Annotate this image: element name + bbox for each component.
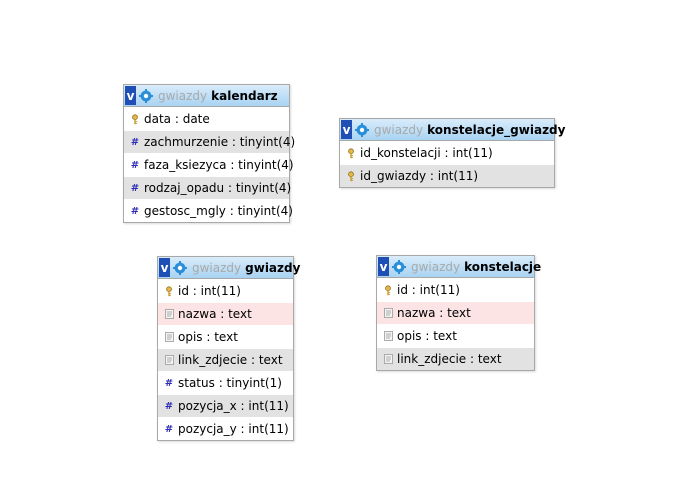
column-label: rodzaj_opadu : tinyint(4) [144, 181, 292, 195]
text-icon [382, 331, 394, 341]
table-gwiazdy[interactable]: v gwiazdy gwiazdy id : int(11) nazwa : te… [157, 256, 300, 441]
table-name: kalendarz [211, 88, 278, 103]
database-name: gwiazdy [411, 259, 461, 274]
column-label: pozycja_y : int(11) [178, 422, 289, 436]
column-row[interactable]: id_gwiazdy : int(11) [340, 164, 554, 187]
column-list: id_konstelacji : int(11) id_gwiazdy : int… [340, 141, 554, 187]
column-label: zachmurzenie : tinyint(4) [144, 135, 296, 149]
column-list: id : int(11) nazwa : text opis : text link_… [158, 279, 293, 440]
hash-icon: # [164, 377, 174, 389]
toggle-columns-button[interactable]: v [341, 120, 352, 139]
hash-icon: # [130, 159, 140, 171]
text-icon [163, 332, 175, 342]
column-row[interactable]: id : int(11) [377, 278, 534, 301]
column-label: faza_ksiezyca : tinyint(4) [144, 158, 294, 172]
hash-icon: # [130, 205, 140, 217]
column-row[interactable]: # status : tinyint(1) [158, 371, 293, 394]
column-list: id : int(11) nazwa : text opis : text link_… [377, 278, 534, 370]
column-label: data : date [144, 112, 210, 126]
key-icon [382, 284, 394, 296]
table-name: konstelacje_gwiazdy [427, 122, 566, 137]
text-icon [382, 354, 394, 364]
column-label: link_zdjecie : text [178, 353, 283, 367]
column-label: status : tinyint(1) [178, 376, 282, 390]
column-label: opis : text [397, 329, 457, 343]
column-row[interactable]: # zachmurzenie : tinyint(4) [124, 130, 295, 153]
table-header[interactable]: v gwiazdy konstelacje_gwiazdy [340, 119, 565, 141]
column-row[interactable]: # gestosc_mgly : tinyint(4) [124, 199, 293, 222]
text-icon [163, 309, 175, 319]
column-row[interactable]: id : int(11) [158, 279, 293, 302]
column-row[interactable]: id_konstelacji : int(11) [340, 141, 554, 164]
gear-icon[interactable] [355, 122, 369, 137]
key-icon [129, 113, 141, 125]
column-label: link_zdjecie : text [397, 352, 502, 366]
toggle-columns-button[interactable]: v [378, 257, 389, 276]
column-row[interactable]: link_zdjecie : text [158, 348, 293, 371]
column-label: id_gwiazdy : int(11) [360, 169, 479, 183]
column-row[interactable]: link_zdjecie : text [377, 347, 534, 370]
column-label: gestosc_mgly : tinyint(4) [144, 204, 293, 218]
database-name: gwiazdy [374, 122, 424, 137]
toggle-columns-button[interactable]: v [159, 258, 170, 277]
column-row[interactable]: # pozycja_x : int(11) [158, 394, 293, 417]
text-icon [163, 355, 175, 365]
table-konstelacje[interactable]: v gwiazdy konstelacje id : int(11) nazwa … [376, 255, 541, 371]
column-list: data : date # zachmurzenie : tinyint(4) # fa… [124, 107, 295, 222]
column-row[interactable]: data : date [124, 107, 289, 130]
table-header[interactable]: v gwiazdy konstelacje [377, 256, 541, 278]
key-icon [345, 147, 357, 159]
column-label: id_konstelacji : int(11) [360, 146, 493, 160]
column-label: pozycja_x : int(11) [178, 399, 289, 413]
column-row[interactable]: opis : text [158, 325, 293, 348]
column-row[interactable]: opis : text [377, 324, 534, 347]
column-label: id : int(11) [397, 283, 460, 297]
table-name: gwiazdy [245, 260, 301, 275]
hash-icon: # [130, 136, 140, 148]
column-label: nazwa : text [397, 306, 471, 320]
column-label: id : int(11) [178, 284, 241, 298]
column-row[interactable]: # pozycja_y : int(11) [158, 417, 293, 440]
table-konstelacje-gwiazdy[interactable]: v gwiazdy konstelacje_gwiazdy id_konstel… [339, 118, 565, 188]
gear-icon[interactable] [173, 260, 187, 275]
column-row[interactable]: # faza_ksiezyca : tinyint(4) [124, 153, 294, 176]
gear-icon[interactable] [139, 88, 153, 103]
column-row[interactable]: # rodzaj_opadu : tinyint(4) [124, 176, 292, 199]
table-kalendarz[interactable]: v gwiazdy kalendarz data : date # zachmurz… [123, 84, 295, 223]
hash-icon: # [164, 423, 174, 435]
database-name: gwiazdy [158, 88, 208, 103]
text-icon [382, 308, 394, 318]
table-header[interactable]: v gwiazdy kalendarz [124, 85, 289, 107]
hash-icon: # [164, 400, 174, 412]
key-icon [345, 170, 357, 182]
column-row[interactable]: nazwa : text [158, 302, 293, 325]
column-label: opis : text [178, 330, 238, 344]
table-name: konstelacje [464, 259, 542, 274]
gear-icon[interactable] [392, 259, 406, 274]
database-name: gwiazdy [192, 260, 242, 275]
table-header[interactable]: v gwiazdy gwiazdy [158, 257, 300, 279]
hash-icon: # [130, 182, 140, 194]
key-icon [163, 285, 175, 297]
column-label: nazwa : text [178, 307, 252, 321]
toggle-columns-button[interactable]: v [125, 86, 136, 105]
column-row[interactable]: nazwa : text [377, 301, 534, 324]
